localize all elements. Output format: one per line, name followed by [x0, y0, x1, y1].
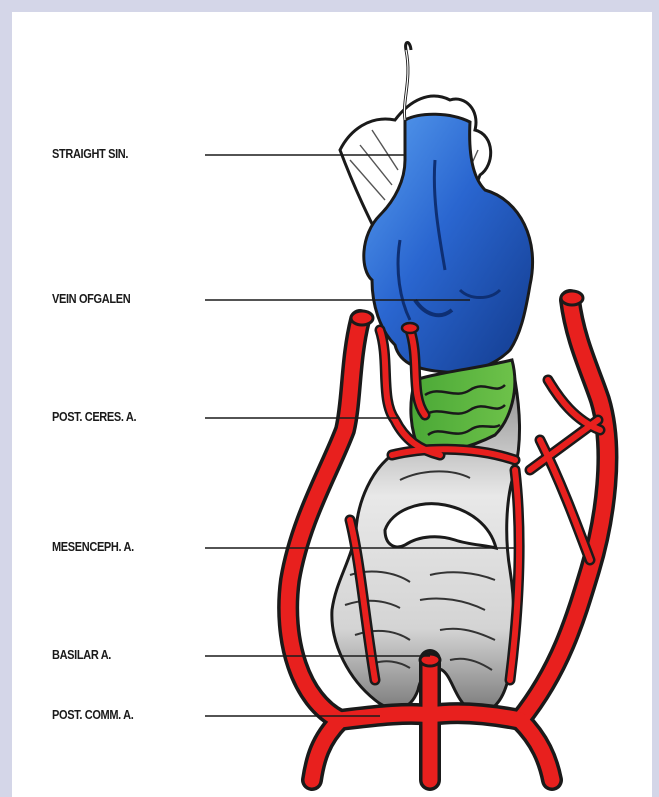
label-straight-sinus: STRAIGHT SIN.: [52, 147, 128, 161]
label-basilar-artery: BASILAR A.: [52, 648, 111, 662]
label-posterior-cerebral-artery: POST. CERES. A.: [52, 410, 136, 424]
label-mesencephalic-artery: MESENCEPH. A.: [52, 540, 134, 554]
label-vein-of-galen: VEIN OFGALEN: [52, 292, 130, 306]
label-posterior-communicating-artery: POST. COMM. A.: [52, 708, 133, 722]
vein-of-galen-vessel: [364, 43, 533, 373]
